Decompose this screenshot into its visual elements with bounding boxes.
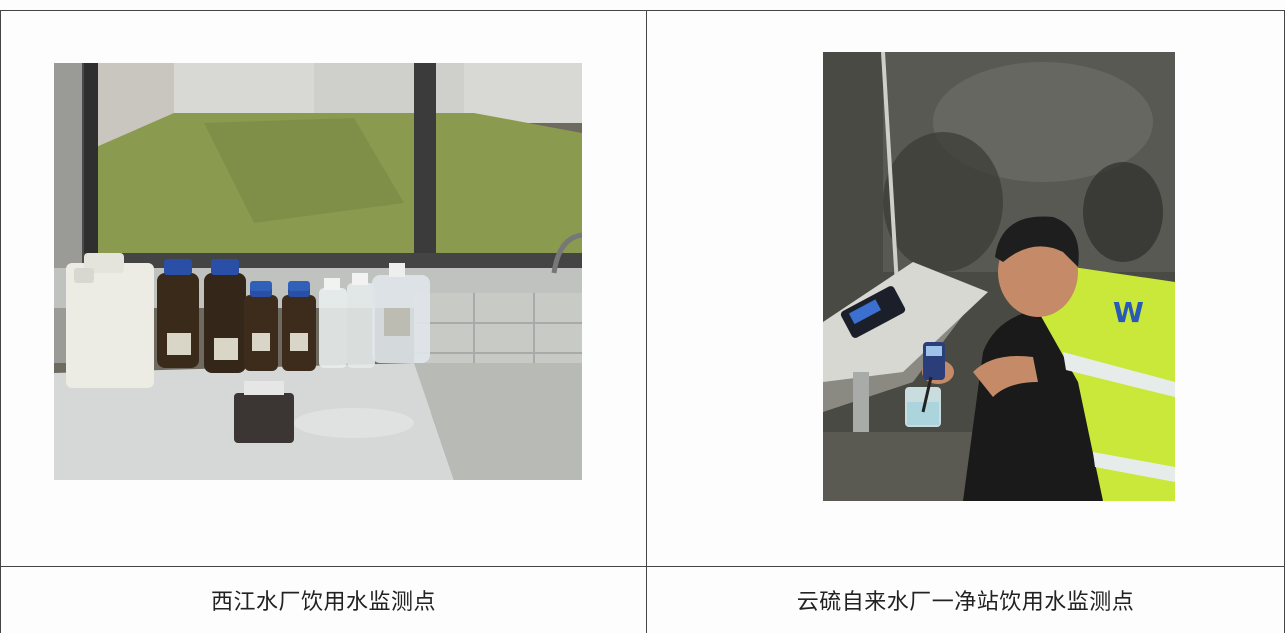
- caption-right: 云硫自来水厂一净站饮用水监测点: [646, 566, 1285, 633]
- caption-row: 西江水厂饮用水监测点 云硫自来水厂一净站饮用水监测点: [0, 566, 1285, 633]
- photo-lab-sample-bottles-icon: [54, 63, 582, 480]
- photo-cell-left: [0, 10, 647, 567]
- photo-cell-right: W: [646, 10, 1285, 567]
- photo-row: W: [0, 10, 1285, 567]
- photo-worker-testing-water-icon: W: [823, 52, 1175, 501]
- svg-text:W: W: [1113, 296, 1144, 329]
- photo-table: W: [0, 10, 1285, 633]
- caption-left: 西江水厂饮用水监测点: [0, 566, 647, 633]
